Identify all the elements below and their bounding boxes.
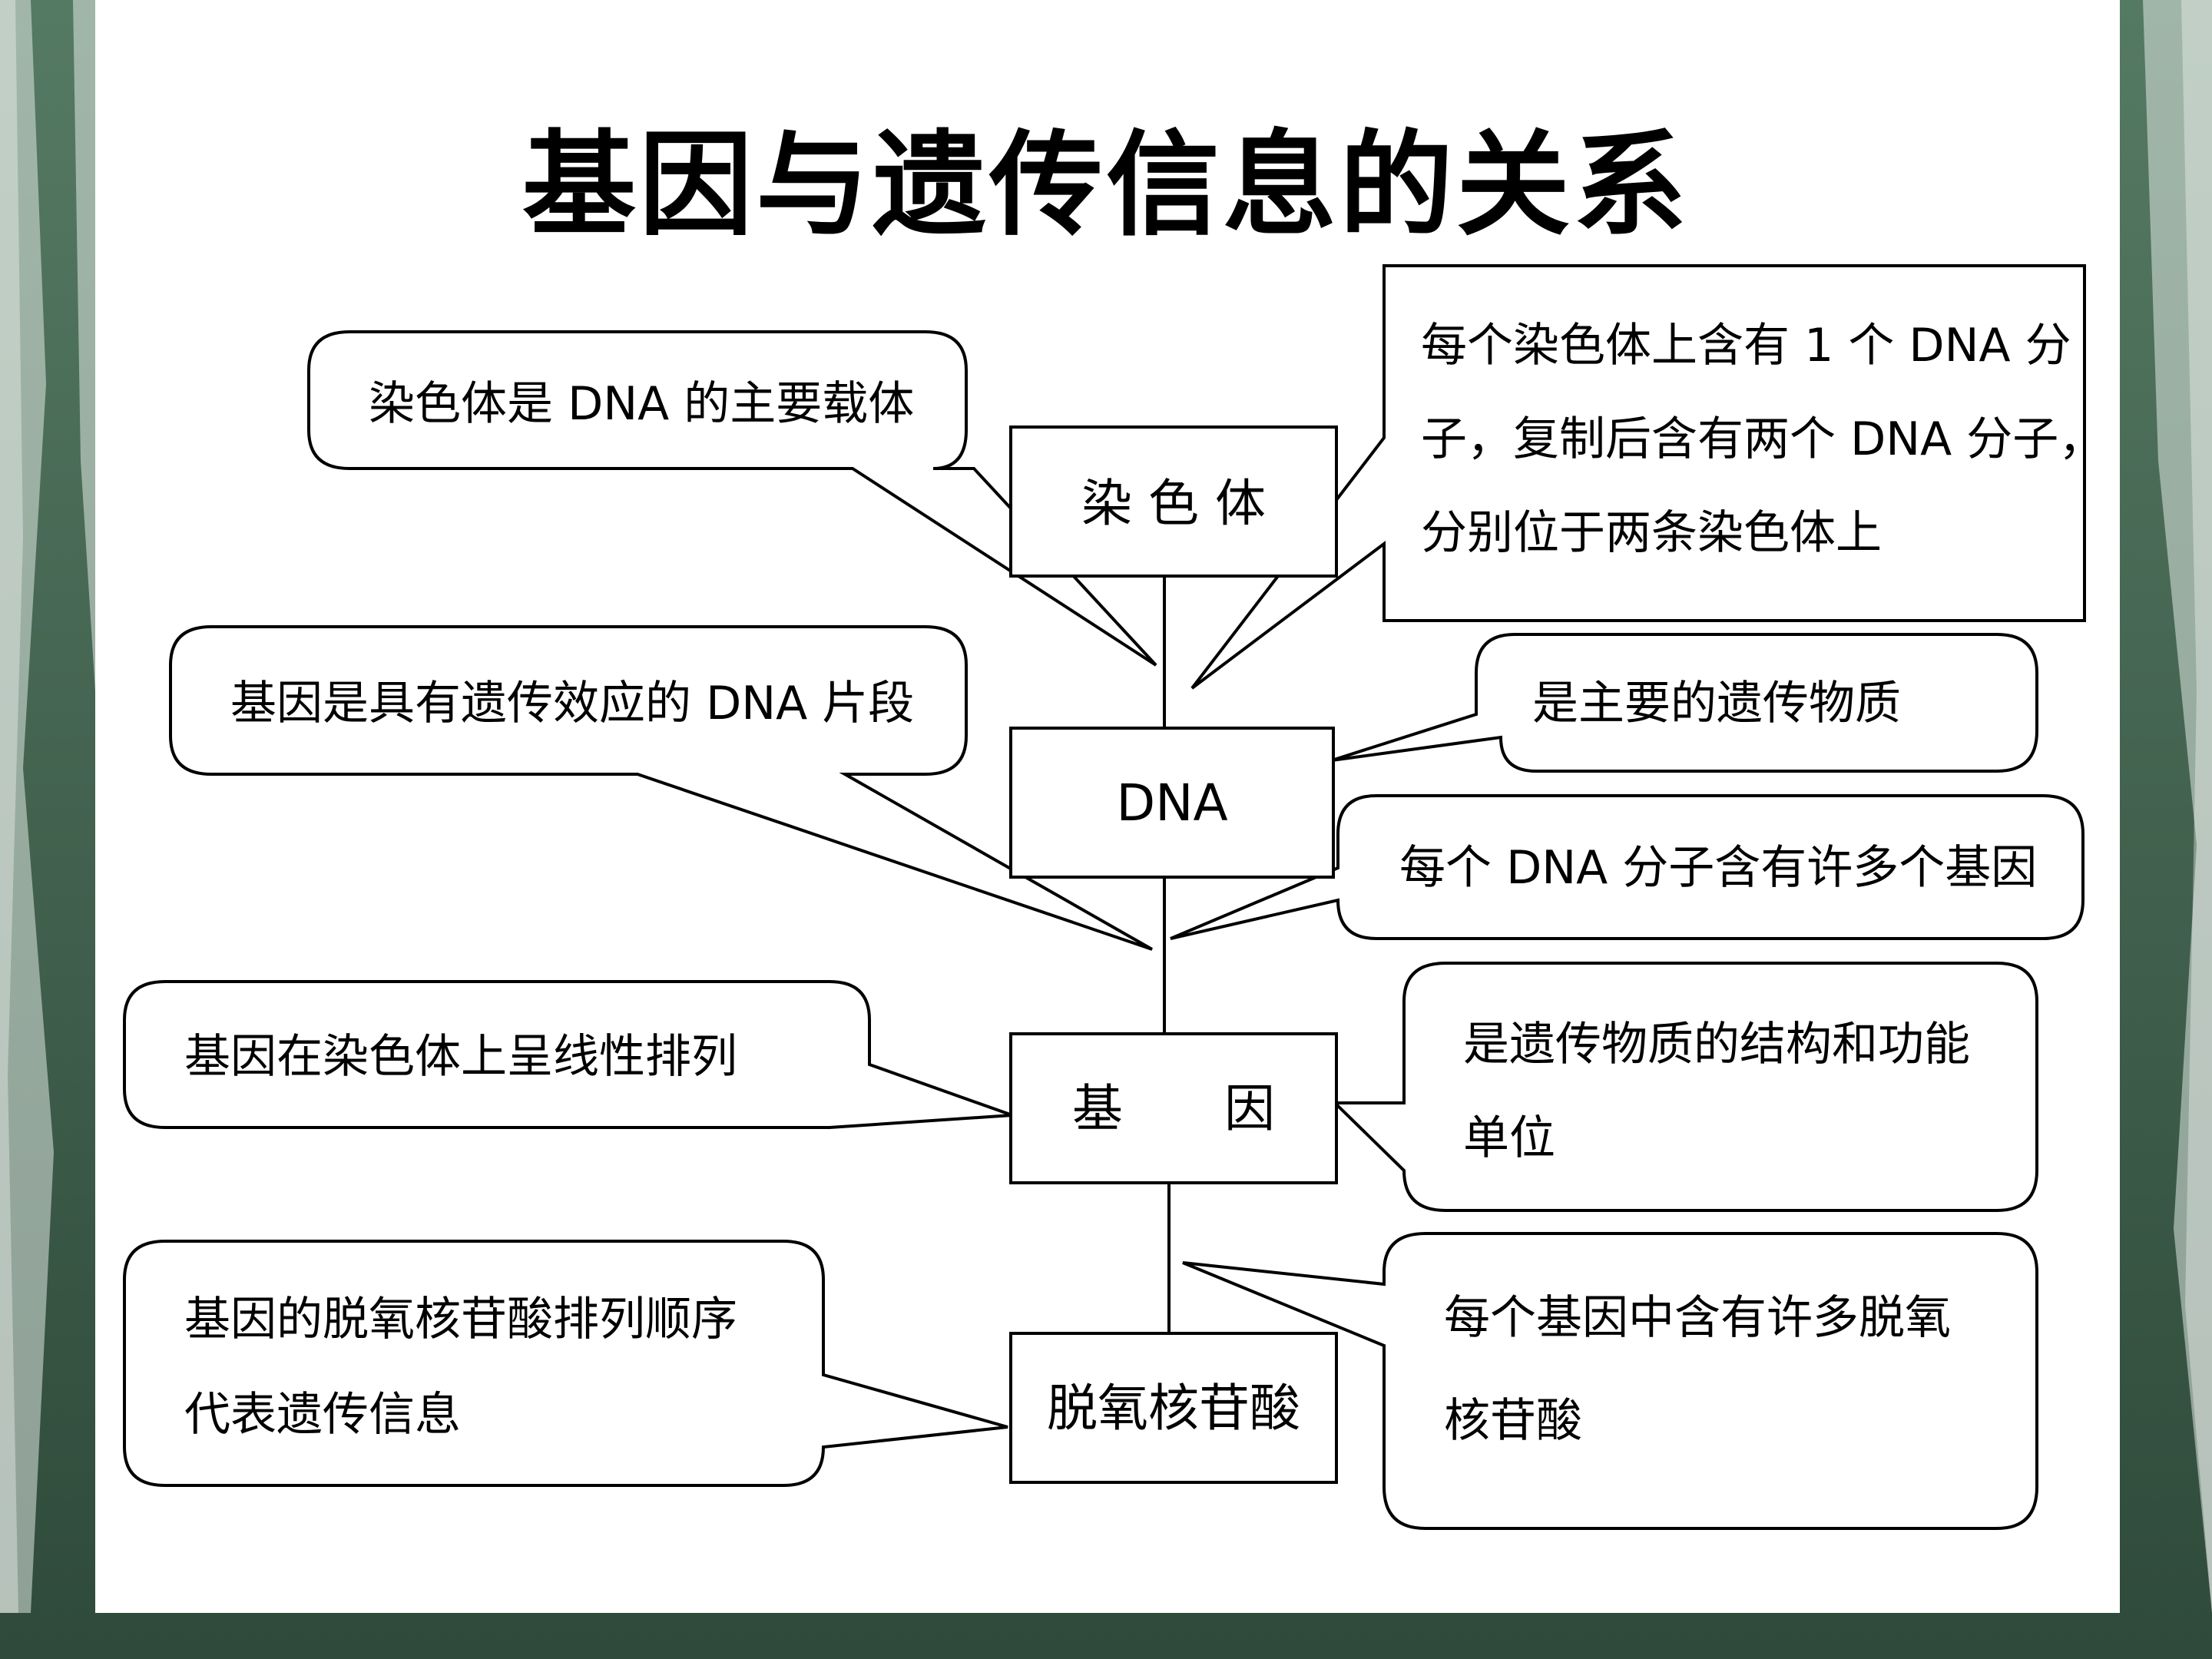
callout-many-genes-per-dna: 每个 DNA 分子含有许多个基因 xyxy=(1170,794,2085,940)
callout-text-line-2: 单位 xyxy=(1463,1111,1555,1165)
node-dna: DNA xyxy=(1009,727,1335,879)
callout-one-dna-per-chromosome: 每个染色体上含有 1 个 DNA 分 子，复制后含有两个 DNA 分子， 分别位… xyxy=(1190,264,2104,690)
node-label: DNA xyxy=(1116,773,1227,833)
callout-text: 基因在染色体上呈线性排列 xyxy=(184,1030,737,1084)
callout-text: 染色体是 DNA 的主要载体 xyxy=(369,377,914,431)
callout-linear-arrangement: 基因在染色体上呈线性排列 xyxy=(123,980,1013,1129)
node-chromosome: 染 色 体 xyxy=(1009,426,1338,578)
callout-text-line-1: 每个染色体上含有 1 个 DNA 分 xyxy=(1421,319,2071,373)
slide-title: 基因与遗传信息的关系 xyxy=(522,118,1690,251)
callout-text: 每个 DNA 分子含有许多个基因 xyxy=(1399,841,2037,895)
callout-text-line-2: 子，复制后含有两个 DNA 分子， xyxy=(1421,412,2104,466)
callout-text: 基因是具有遗传效应的 DNA 片段 xyxy=(230,677,914,730)
node-label: 染 色 体 xyxy=(1081,474,1266,533)
callout-text-line-1: 每个基因中含有许多脱氧 xyxy=(1444,1291,1951,1345)
callout-many-nucleotides: 每个基因中含有许多脱氧 核苷酸 xyxy=(1182,1232,2038,1530)
callout-nucleotide-order: 基因的脱氧核苷酸排列顺序 代表遗传信息 xyxy=(123,1240,1008,1487)
callout-text: 是主要的遗传物质 xyxy=(1532,677,1901,730)
callout-text-line-2: 核苷酸 xyxy=(1444,1394,1582,1448)
callout-text-line-1: 是遗传物质的结构和功能 xyxy=(1463,1018,1970,1071)
node-nucleotide: 脱氧核苷酸 xyxy=(1009,1332,1338,1484)
callout-main-genetic-material: 是主要的遗传物质 xyxy=(1331,633,2038,773)
callout-gene-definition: 基因是具有遗传效应的 DNA 片段 xyxy=(169,625,1153,951)
callout-chromosome-carrier: 染色体是 DNA 的主要载体 xyxy=(307,330,1157,667)
node-gene: 基 因 xyxy=(1009,1032,1338,1184)
callout-text-line-1: 基因的脱氧核苷酸排列顺序 xyxy=(184,1293,737,1346)
node-label: 脱氧核苷酸 xyxy=(1047,1379,1300,1438)
callout-text-line-2: 代表遗传信息 xyxy=(184,1388,461,1442)
callout-text-line-3: 分别位于两条染色体上 xyxy=(1421,506,1882,560)
callout-structural-unit: 是遗传物质的结构和功能 单位 xyxy=(1331,962,2038,1212)
node-label: 基 因 xyxy=(1072,1079,1275,1138)
